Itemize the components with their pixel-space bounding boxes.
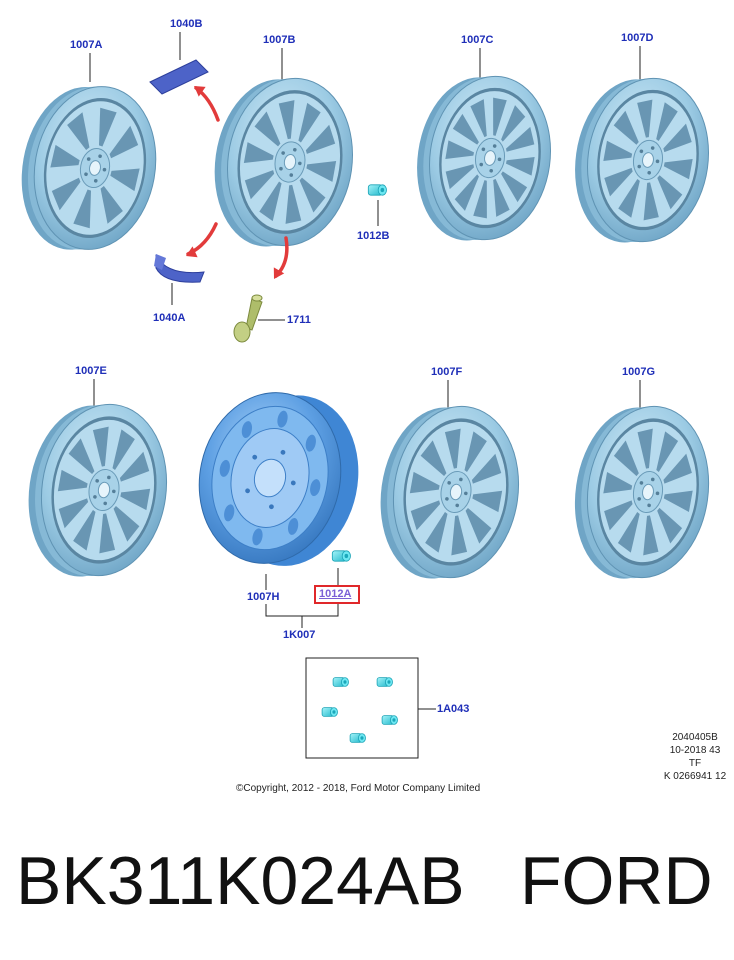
wheel-1007D: [575, 77, 710, 243]
wheel-1007F: [380, 405, 520, 579]
leader-lines: [89, 32, 641, 710]
label-1012A[interactable]: 1012A: [319, 588, 352, 600]
footer-banner: BK311K024AB FORD: [0, 830, 734, 940]
kit-nut-1: [332, 677, 349, 687]
label-1040A: 1040A: [153, 312, 186, 324]
arrow-to-1711: [273, 236, 289, 279]
meta-line-1: 2040405B: [672, 732, 718, 743]
wheel-1007E: [28, 403, 168, 577]
valve-stem-1711: [233, 294, 263, 343]
meta-line-4: K 0266941 12: [663, 771, 727, 782]
balance-weight-1040B: [149, 59, 209, 95]
kit-nut-5: [349, 733, 366, 743]
label-1007C: 1007C: [461, 34, 494, 46]
kit-nut-2: [376, 677, 393, 687]
label-1007G: 1007G: [622, 366, 656, 378]
parts-diagram: 1007A 1040B 1007B 1007C 1007D 1012B 1040…: [21, 18, 734, 794]
label-1711: 1711: [287, 314, 311, 326]
balance-weight-1040A: [154, 254, 205, 283]
highlight-box: 1012A: [314, 585, 360, 604]
diagram-artwork: [21, 32, 710, 759]
label-1K007: 1K007: [283, 629, 316, 641]
label-1040B: 1040B: [170, 18, 203, 30]
meta-line-2: 10-2018 43: [669, 745, 721, 756]
wheel-1007B: [214, 77, 353, 247]
label-1007B: 1007B: [263, 34, 296, 46]
drawing-meta: 2040405B 10-2018 43 TF K 0266941 12: [655, 731, 734, 783]
wheel-1007G: [574, 405, 710, 579]
copyright-text: ©Copyright, 2012 - 2018, Ford Motor Comp…: [236, 783, 481, 794]
brand-name: FORD: [520, 843, 713, 919]
meta-line-3: TF: [688, 758, 702, 769]
kit-nut-4: [381, 715, 398, 725]
arrow-to-1040A: [186, 222, 218, 258]
label-1007E: 1007E: [75, 365, 107, 377]
wheel-1007C: [417, 75, 552, 241]
wheel-1007A: [21, 86, 157, 250]
label-1A043: 1A043: [437, 703, 470, 715]
label-1007H: 1007H: [247, 591, 280, 603]
wheel-1007H: [198, 392, 359, 566]
kit-nut-3: [321, 707, 338, 717]
part-number: BK311K024AB: [16, 843, 465, 919]
label-1012B: 1012B: [357, 230, 390, 242]
wheel-nut-1012B: [367, 184, 387, 196]
wheel-nut-1012A: [331, 550, 351, 562]
label-1007F: 1007F: [431, 366, 463, 378]
label-1007A: 1007A: [70, 39, 103, 51]
arrow-to-1040B: [194, 86, 220, 122]
label-1007D: 1007D: [621, 32, 654, 44]
